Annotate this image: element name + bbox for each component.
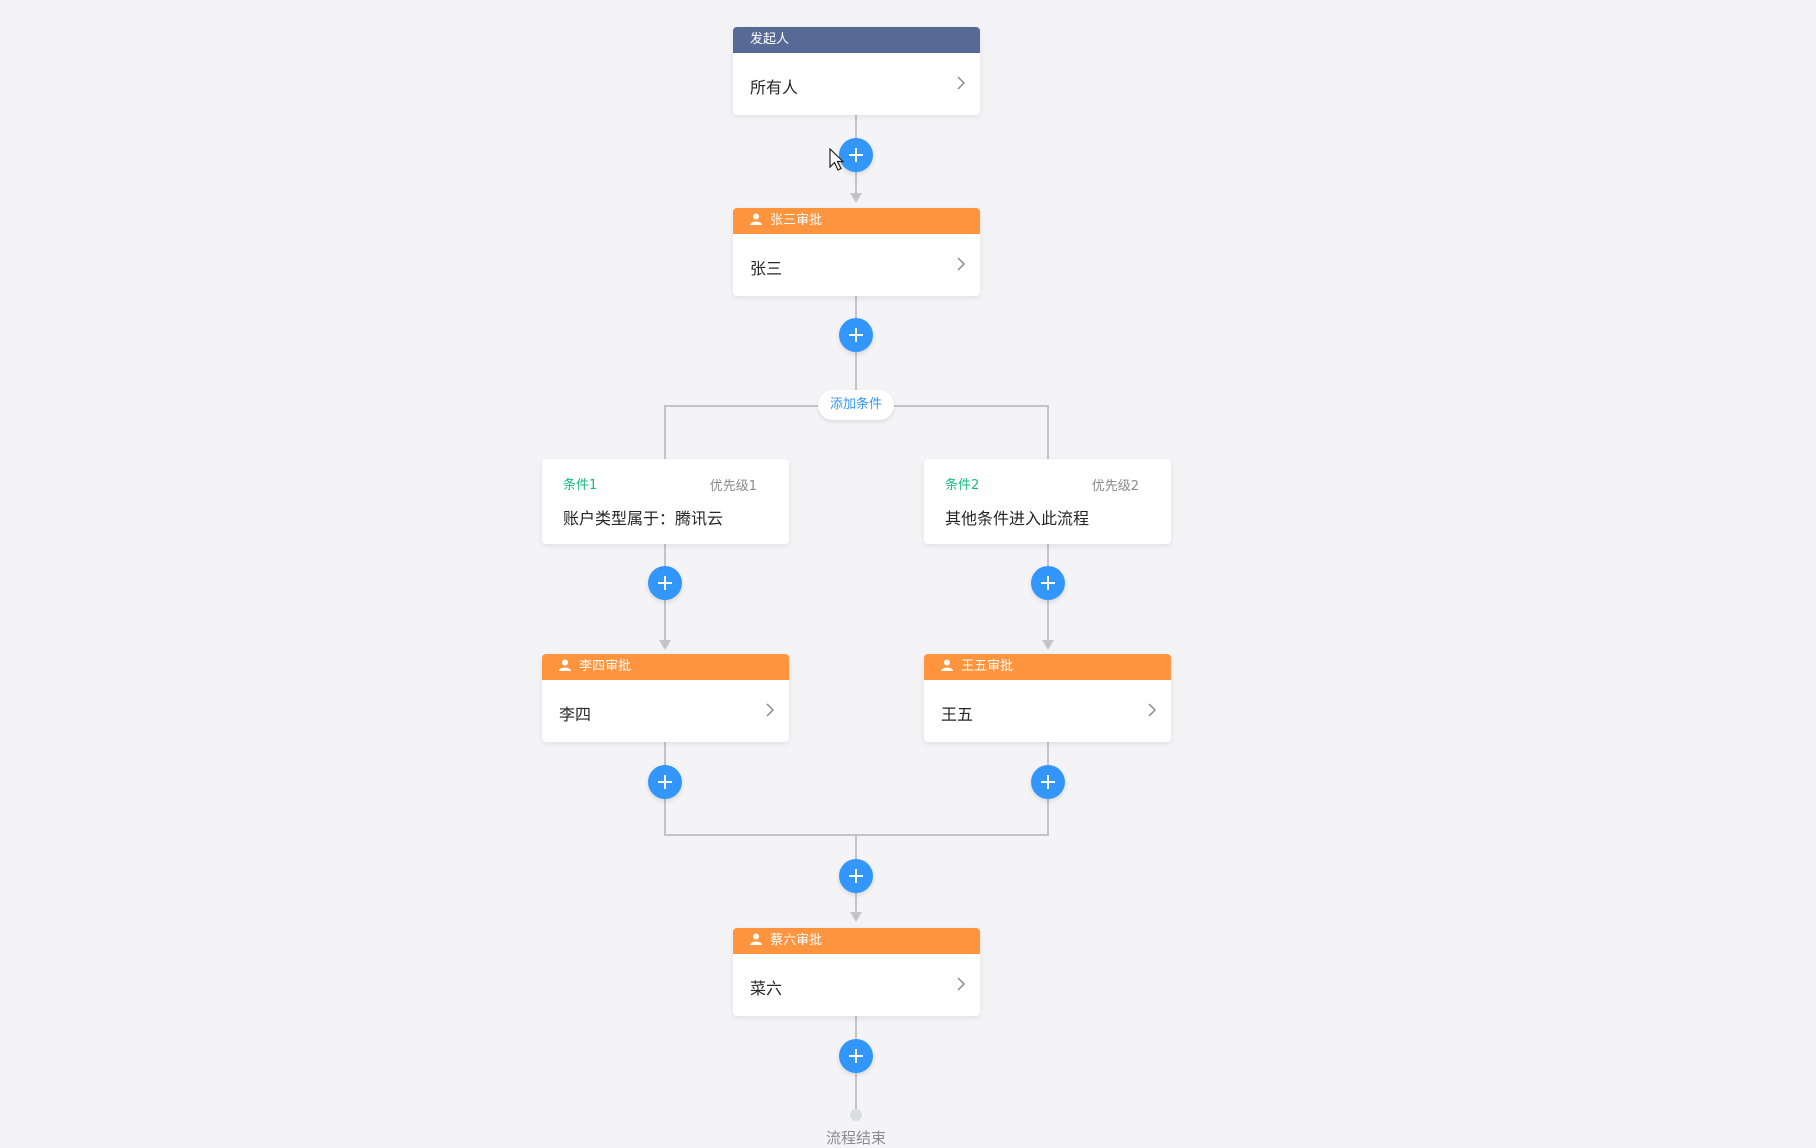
plus-icon: [1041, 576, 1055, 590]
add-node-button[interactable]: [648, 566, 682, 600]
initiator-node-title: 发起人: [750, 32, 790, 47]
initiator-node-header: 发起人: [733, 27, 980, 53]
mouse-cursor-icon: [829, 147, 845, 176]
user-icon: [750, 213, 762, 225]
plus-icon: [849, 1049, 863, 1063]
approver-node-header: 王五审批: [924, 654, 1171, 680]
approver-node-title: 张三审批: [770, 213, 823, 228]
condition-content: 其他条件进入此流程: [945, 509, 1090, 528]
plus-icon: [849, 869, 863, 883]
add-node-button[interactable]: [648, 765, 682, 799]
approver-node-zhangsan[interactable]: 张三审批 张三: [733, 208, 980, 296]
approver-node-body: 张三: [733, 234, 980, 296]
add-node-button[interactable]: [1031, 765, 1065, 799]
approver-node-wangwu[interactable]: 王五审批 王五: [924, 654, 1171, 742]
approver-node-content: 李四: [559, 705, 592, 724]
chevron-right-icon: [956, 75, 966, 95]
plus-icon: [658, 775, 672, 789]
approver-node-content: 张三: [750, 259, 783, 278]
connector-arrow: [1042, 640, 1054, 650]
connector-arrow: [850, 912, 862, 922]
chevron-right-icon: [1147, 702, 1157, 722]
approver-node-header: 张三审批: [733, 208, 980, 234]
connector-line: [664, 405, 666, 459]
connector-arrow: [850, 193, 862, 203]
condition-content: 账户类型属于：腾讯云: [563, 509, 724, 528]
end-node-dot: [850, 1109, 862, 1121]
approver-node-lisi[interactable]: 李四审批 李四: [542, 654, 789, 742]
chevron-right-icon: [956, 256, 966, 276]
condition-priority: 优先级2: [1091, 479, 1139, 494]
add-node-button[interactable]: [839, 1039, 873, 1073]
add-node-button[interactable]: [839, 859, 873, 893]
plus-icon: [1041, 775, 1055, 789]
plus-icon: [849, 148, 863, 162]
plus-icon: [849, 328, 863, 342]
approver-node-header: 蔡六审批: [733, 928, 980, 954]
end-node-label: 流程结束: [825, 1129, 886, 1147]
connector-arrow: [659, 640, 671, 650]
approver-node-title: 李四审批: [579, 659, 632, 674]
approver-node-content: 王五: [941, 705, 974, 724]
approver-node-title: 王五审批: [961, 659, 1014, 674]
user-icon: [559, 659, 571, 671]
user-icon: [750, 933, 762, 945]
initiator-node-body: 所有人: [733, 53, 980, 115]
approver-node-content: 菜六: [750, 979, 783, 998]
approver-node-body: 李四: [542, 680, 789, 742]
initiator-node-content: 所有人: [750, 78, 799, 97]
approver-node-title: 蔡六审批: [770, 933, 823, 948]
initiator-node[interactable]: 发起人 所有人: [733, 27, 980, 115]
condition-priority: 优先级1: [709, 479, 757, 494]
add-node-button[interactable]: [839, 138, 873, 172]
approver-node-header: 李四审批: [542, 654, 789, 680]
condition-node-2[interactable]: 条件2 优先级2 其他条件进入此流程: [924, 459, 1171, 544]
chevron-right-icon: [765, 702, 775, 722]
approver-node-body: 菜六: [733, 954, 980, 1016]
condition-title: 条件2: [945, 478, 980, 493]
add-condition-button[interactable]: 添加条件: [818, 390, 894, 420]
chevron-right-icon: [956, 976, 966, 996]
approver-node-caiiu[interactable]: 蔡六审批 菜六: [733, 928, 980, 1016]
add-node-button[interactable]: [1031, 566, 1065, 600]
approver-node-body: 王五: [924, 680, 1171, 742]
user-icon: [941, 659, 953, 671]
connector-line: [1047, 405, 1049, 459]
add-node-button[interactable]: [839, 318, 873, 352]
condition-node-1[interactable]: 条件1 优先级1 账户类型属于：腾讯云: [542, 459, 789, 544]
condition-title: 条件1: [563, 478, 598, 493]
plus-icon: [658, 576, 672, 590]
